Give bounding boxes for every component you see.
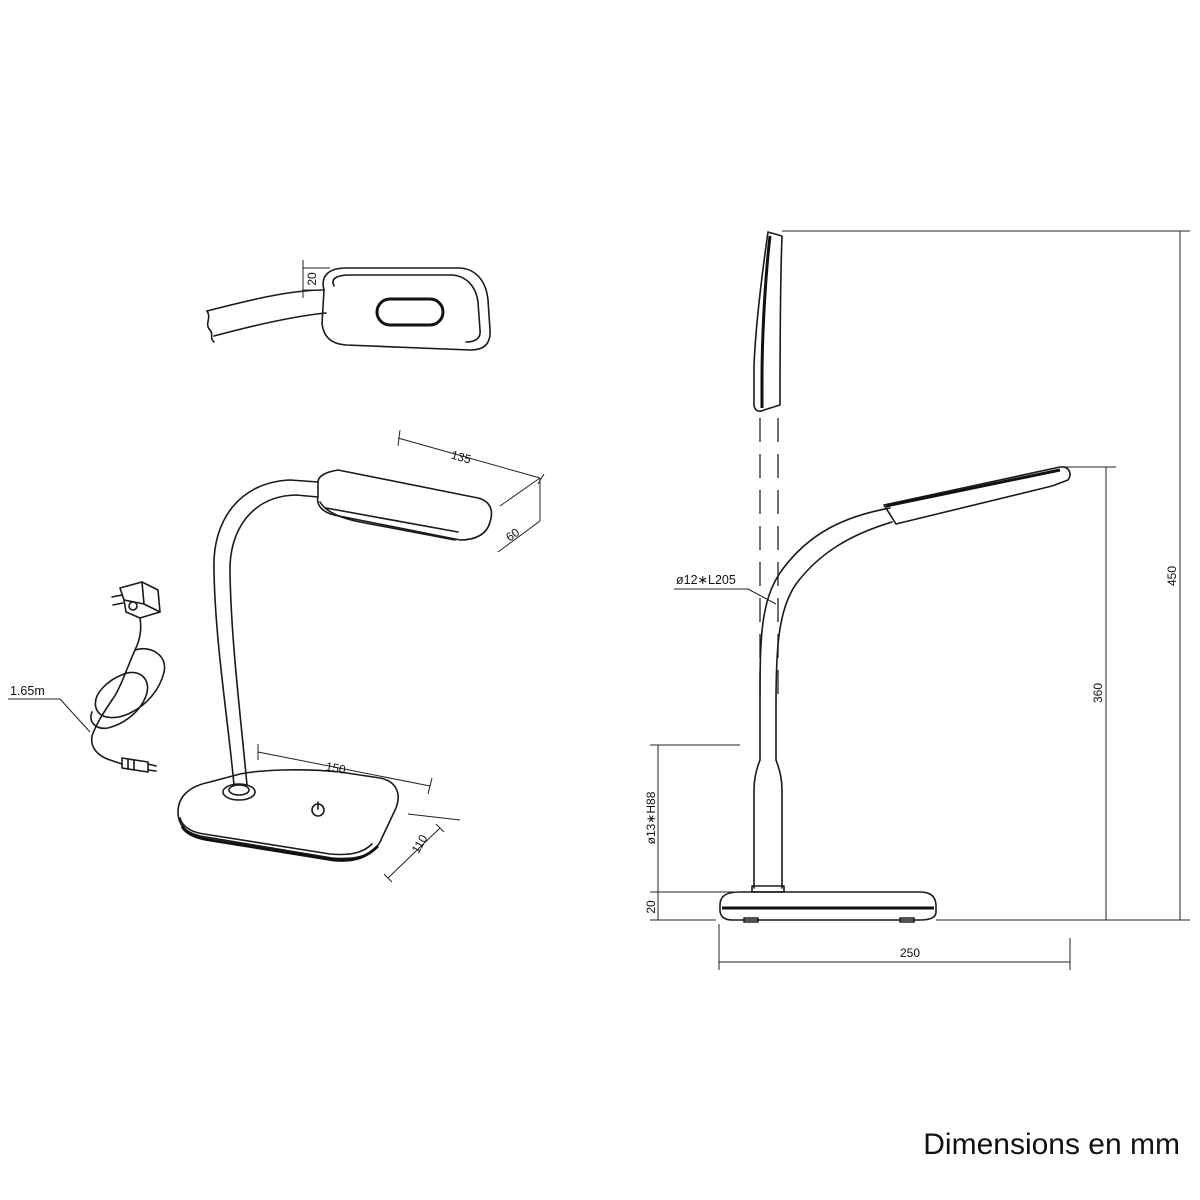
head-length-label: 135 [450, 448, 473, 467]
units-caption: Dimensions en mm [923, 1128, 1180, 1161]
base-height-label: 20 [644, 900, 658, 914]
arm-spec-label: ø12∗L205 [676, 573, 736, 587]
perspective-lamp-view: 135 60 150 110 [177, 429, 545, 883]
base-width-label: 110 [409, 832, 431, 856]
power-adapter-view: 1.65m [8, 581, 166, 773]
head-detail-view: 20 [206, 260, 491, 351]
cable-length-label: 1.65m [10, 684, 45, 698]
lower-stem-spec-label: ø13∗H88 [644, 791, 658, 844]
total-height-label: 450 [1165, 566, 1179, 586]
arm-height-label: 360 [1091, 683, 1105, 703]
base-length-label: 150 [325, 759, 348, 777]
head-width-label: 60 [503, 525, 522, 544]
side-elevation-view: ø12∗L205 ø13∗H88 20 360 450 250 [644, 230, 1190, 970]
head-thickness-label: 20 [305, 272, 319, 286]
base-depth-label: 250 [900, 946, 920, 960]
